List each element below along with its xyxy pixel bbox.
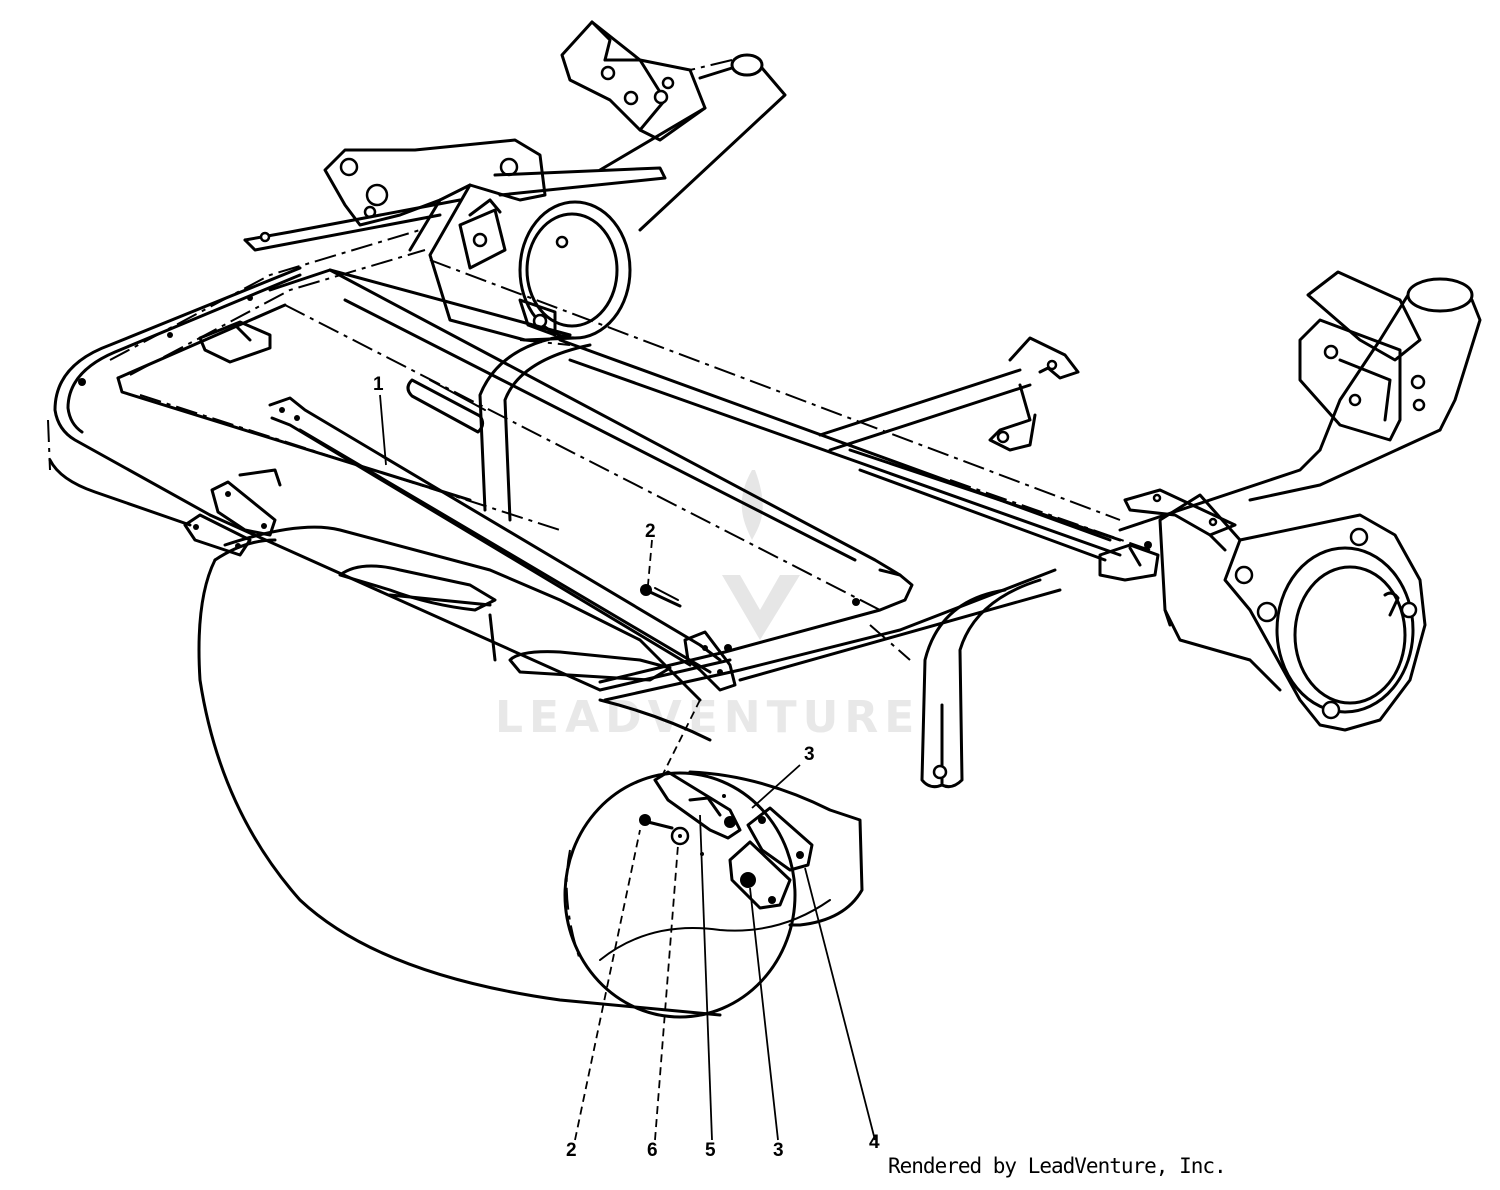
- top-right-mount-bracket: [1118, 270, 1482, 532]
- right-wheel-mount-plate: [1158, 493, 1427, 732]
- watermark-flame-logo: [722, 470, 800, 640]
- callouts: 1 2 3 2 6 5 3 4: [373, 374, 880, 1161]
- right-cross-beams: [429, 259, 1151, 562]
- rendered-by-credit: Rendered by LeadVenture, Inc.: [888, 1154, 1227, 1178]
- top-left-mount-bracket: [560, 20, 707, 142]
- frame-tab: [198, 320, 272, 364]
- end-bracket-assembly: [639, 770, 814, 910]
- rear-cross-beam: [109, 198, 462, 376]
- roller-drum: [197, 525, 864, 1019]
- bolt-upper: [640, 584, 682, 608]
- callout-part-3-upper: 3: [804, 744, 815, 765]
- callout-part-4: 4: [869, 1132, 880, 1153]
- callout-part-1: 1: [373, 374, 384, 395]
- callout-part-6: 6: [647, 1140, 658, 1161]
- watermark: LEADVENTURE: [495, 470, 920, 743]
- callout-leaders: [379, 394, 876, 1141]
- left-wheel-mount-ring: [408, 183, 632, 342]
- callout-part-3-lower: 3: [773, 1140, 784, 1161]
- right-flat-bracket: [1098, 488, 1237, 582]
- front-right-leg: [869, 578, 1042, 789]
- drum-left-bracket: [183, 468, 282, 557]
- watermark-text: LEADVENTURE: [495, 692, 920, 743]
- top-left-frame-tube: [598, 53, 787, 232]
- drum-front-bracket: [683, 630, 737, 692]
- callout-part-2-lower: 2: [566, 1140, 577, 1161]
- center-hanger-bracket: [988, 336, 1080, 452]
- center-bulkhead: [478, 333, 592, 522]
- left-beam-clip-bracket: [458, 166, 667, 270]
- drum-scraper-shield: [338, 564, 672, 682]
- callout-part-2-upper: 2: [645, 521, 656, 542]
- callout-part-5: 5: [705, 1140, 716, 1161]
- left-side-plate: [323, 138, 547, 227]
- assembly-line: [659, 699, 701, 781]
